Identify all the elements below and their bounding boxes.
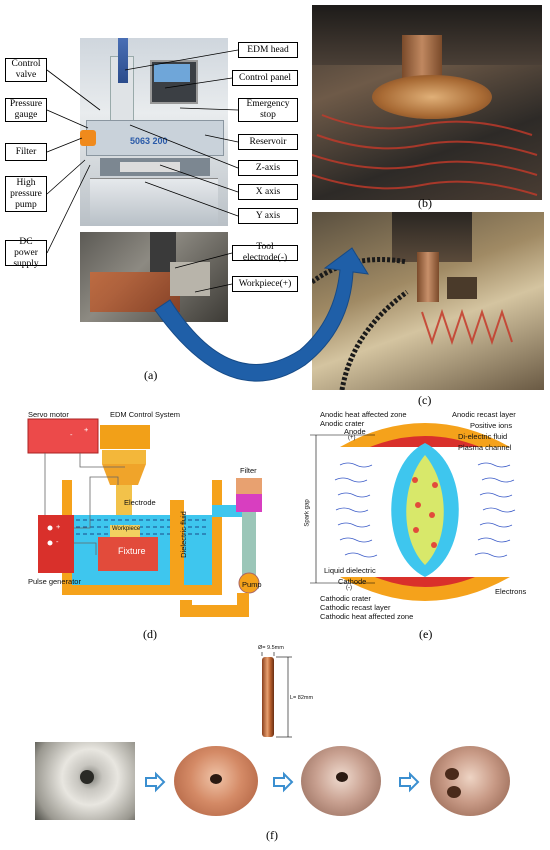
tool-workpiece-photo [80,232,228,322]
caption-e: (e) [419,627,433,641]
positive-ions-label: Positive ions [470,421,513,430]
pulse-plus: + [56,522,61,531]
label-control-panel: Control panel [232,70,298,86]
electrons-label: Electrons [495,587,527,596]
label-filter: Filter [5,143,47,161]
label-high-pressure-pump: High pressure pump [5,176,47,212]
edm-control-label: EDM Control System [110,410,181,419]
machine-model-text: 5063 200 [130,136,168,146]
label-x-axis: X axis [238,184,298,200]
label-pressure-gauge: Pressure gauge [5,98,47,122]
spark-gap-diagram [310,423,516,601]
process-arrows [145,771,420,793]
workpiece-stage4-photo [425,742,515,820]
label-tool-electrode: Tool electrode(-) [232,242,298,263]
anode-sign: (+) [348,435,356,441]
pulse-minus: - [56,537,59,546]
cathodic-haz-label: Cathodic heat affected zone [320,612,414,621]
label-emergency-stop: Emergency stop [238,98,298,122]
caption-b: (b) [418,196,432,210]
rod-diameter-label: Ø= 9.5mm [258,645,284,651]
cathode-label: Cathode [338,577,367,586]
servo-minus: - [70,430,73,439]
cathodic-crater-label: Cathodic crater [320,594,371,603]
dielectric-label: Dielectric fluid [178,511,188,558]
label-z-axis: Z-axis [238,160,298,176]
label-reservoir: Reservoir [238,134,298,150]
liquid-dielectric-label: Liquid dielectric [324,566,376,575]
anodic-crater-label: Anodic crater [320,419,365,428]
label-control-valve: Control valve [5,58,47,82]
servo-plus: + [84,425,89,434]
electrode-label: Electrode [124,498,156,507]
servo-motor-label: Servo motor [28,410,69,419]
anodic-recast-label: Anodic recast layer [452,410,516,419]
copper-rod-electrode [262,657,274,737]
spark-gap-label: Spark gap [304,499,311,527]
rod-dimension-lines [261,652,292,738]
label-y-axis: Y axis [238,208,298,224]
workpiece-initial-photo [35,742,135,820]
label-dc-power-supply: DC power supply [5,237,47,269]
caption-d: (d) [143,627,157,641]
edm-cutting-photo-b [312,5,542,200]
caption-f: (f) [266,828,278,842]
label-workpiece: Workpiece(+) [232,276,298,292]
edm-cutting-photo-c [312,212,544,390]
edm-schematic [27,418,262,617]
fixture-label: Fixture [118,546,146,556]
dielectric-fluid-label: Di-electric fluid [458,432,508,441]
edm-machine-photo: 5063 200 [80,38,228,226]
workpiece-stage2-photo [170,742,262,820]
caption-c: (c) [418,393,432,407]
workpiece-label: Workpiece [112,526,141,532]
workpiece-stage3-photo [298,742,384,820]
anodic-haz-label: Anodic heat affected zone [320,410,407,419]
rod-length-label: L= 82mm [290,695,314,701]
filter-label: Filter [240,466,257,475]
anode-label: Anode [344,427,366,436]
caption-a: (a) [144,368,158,382]
pulse-generator-label: Pulse generator [28,577,81,586]
label-edm-head: EDM head [238,42,298,58]
cathodic-recast-label: Cathodic recast layer [320,603,391,612]
plasma-channel-label: Plasma channel [458,443,512,452]
blue-curved-arrow [154,247,369,382]
panel-a-leader-lines [46,49,239,293]
pump-label: Pump [242,580,262,589]
cathode-sign: (-) [346,585,352,591]
